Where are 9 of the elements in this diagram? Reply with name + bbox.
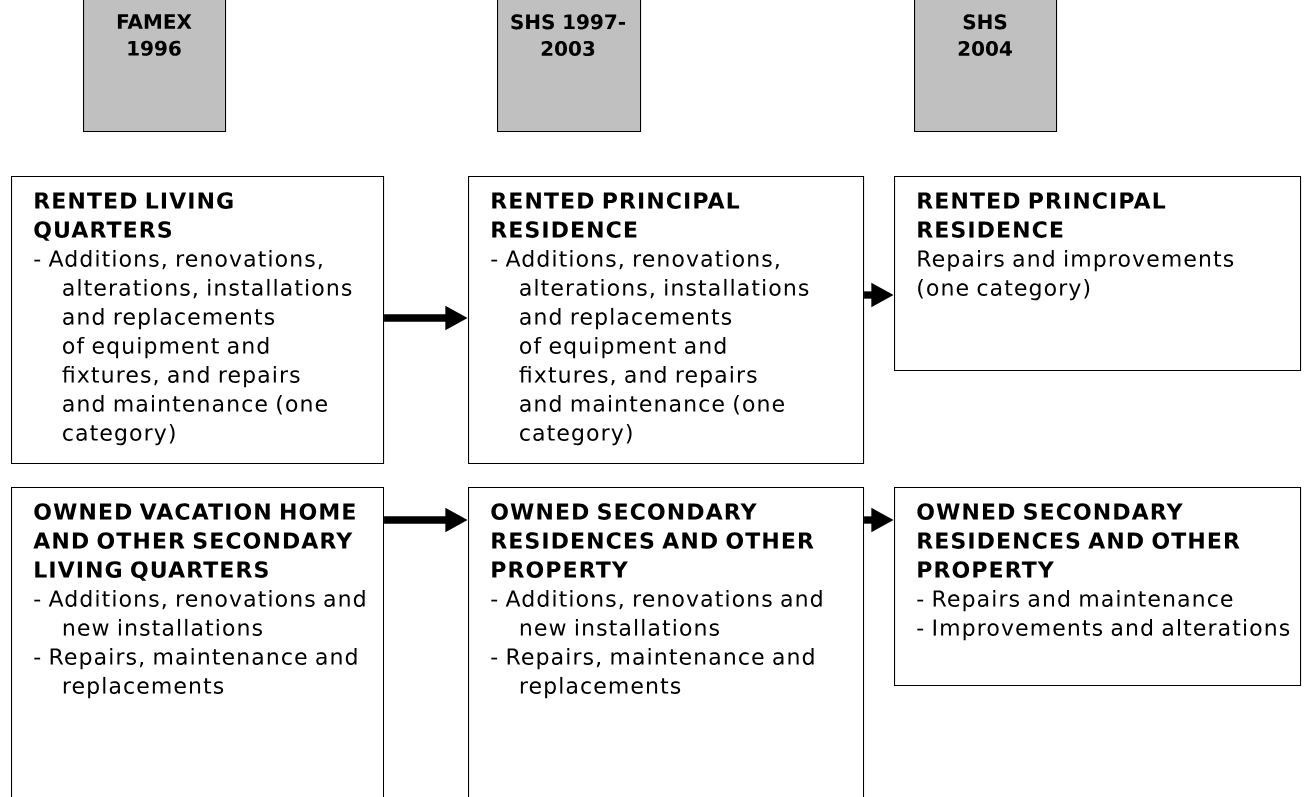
survey-box: SHS 1997-2003: [497, 0, 642, 133]
category-box: RENTED PRINCIPAL RESIDENCE Repairs and improvements (one category): [894, 176, 1302, 372]
survey-box: SHS 2004: [914, 0, 1058, 133]
category-box: OWNED SECONDARY RESIDENCES AND OTHER PROPERTY - Repairs and maintenance - Improvements and alterations: [894, 487, 1302, 687]
survey-box: FAMEX 1996: [83, 0, 227, 133]
category-box: OWNED SECONDARY RESIDENCES AND OTHER PROPERTY - Additions, renovations and new installations - Repairs, maintenance and replacements: [468, 487, 865, 797]
category-box: RENTED PRINCIPAL RESIDENCE - Additions, renovations, alterations, installations and replacements of equipment and fixtures, and repairs and maintenance (one category): [468, 176, 865, 465]
category-box: RENTED LIVING QUARTERS - Additions, renovations, alterations, installations and replacements of equipment and fixtures, and repairs and maintenance (one category): [11, 176, 385, 465]
category-box: OWNED VACATION HOME AND OTHER SECONDARY LIVING QUARTERS - Additions, renovations and new installations - Repairs, maintenance and replacements: [11, 487, 385, 797]
